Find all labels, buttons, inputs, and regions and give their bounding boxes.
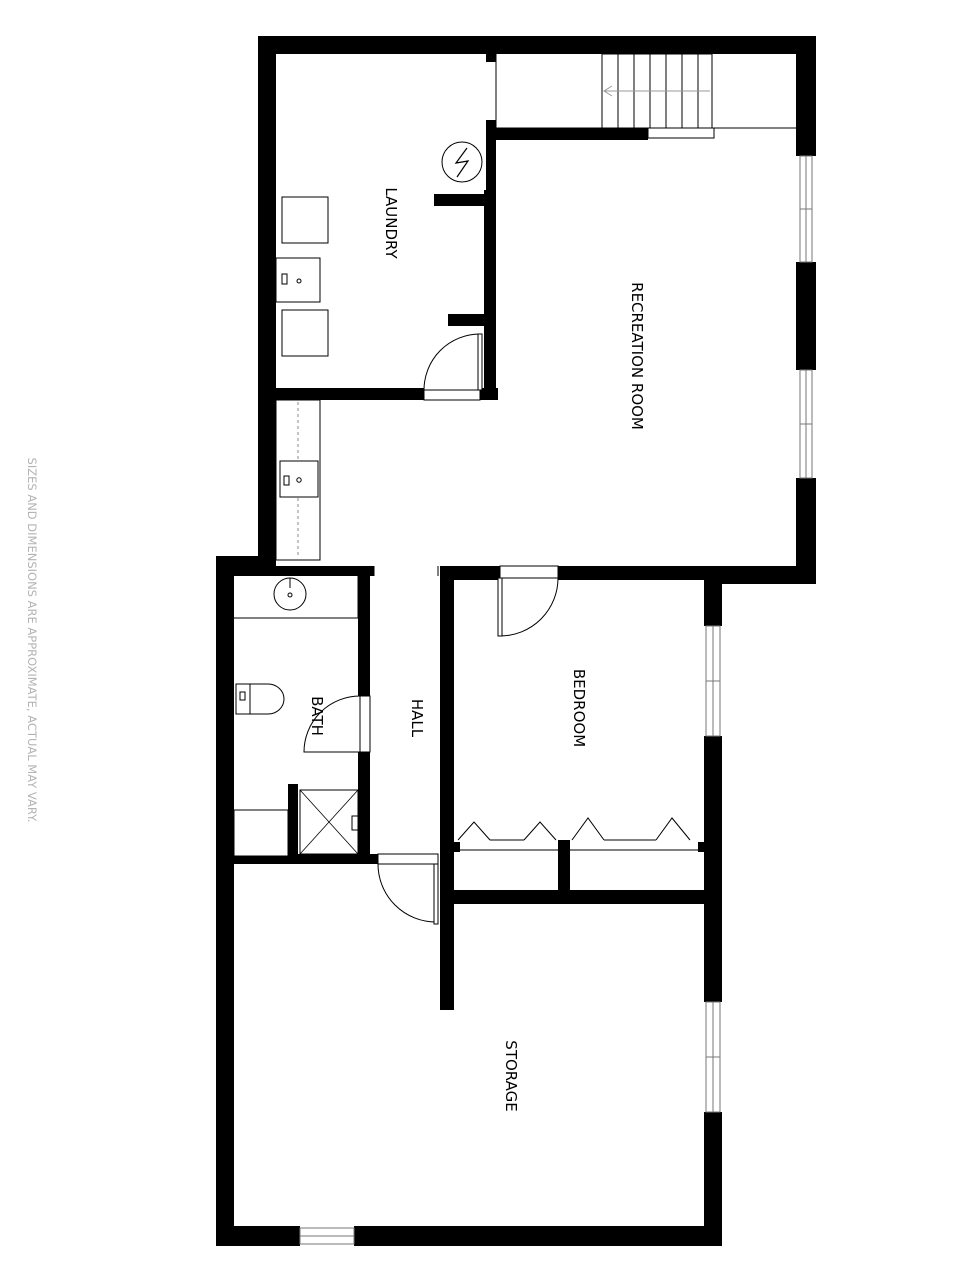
wall-south-1: [216, 1226, 300, 1246]
stairs-icon: [495, 53, 796, 139]
upper-walls: [258, 36, 816, 584]
wall-hall-east: [440, 576, 454, 890]
wall-stair-south: [486, 128, 648, 140]
room-label-hall: HALL: [408, 699, 426, 738]
laundry-sink-icon: [275, 257, 321, 303]
wall-rec-south-east: [706, 566, 816, 584]
dryer-icon: [281, 309, 329, 357]
wall-north: [258, 36, 816, 54]
rec-room-windows: [799, 155, 813, 479]
wall-east-2: [796, 262, 816, 370]
toilet-icon: [235, 683, 285, 715]
wall-rec-south-mid: [440, 566, 500, 580]
wall-laundry-east-2: [484, 190, 496, 400]
wall-south-2: [354, 1226, 722, 1246]
bath-cabinet: [233, 809, 289, 857]
wall-laundry-stub-2: [448, 314, 486, 326]
lower-walls: [216, 556, 722, 1246]
shower-icon: [299, 789, 359, 855]
wall-closet-left-cap: [454, 842, 460, 852]
wall-upper-west: [258, 36, 276, 576]
wall-closet-south: [440, 890, 722, 904]
sink-icon: [275, 399, 321, 561]
wall-lower-east-3: [704, 1112, 722, 1246]
storage-door[interactable]: [377, 853, 439, 925]
wall-closet-right-cap: [698, 842, 706, 852]
wall-lower-east-2: [704, 736, 722, 1002]
storage-windows: [299, 1001, 721, 1245]
wall-east-1: [796, 36, 816, 156]
bath-door[interactable]: [303, 695, 371, 753]
closet-doors[interactable]: [456, 817, 700, 851]
wall-laundry-east-1: [486, 120, 496, 190]
bedroom-windows: [705, 625, 721, 737]
wall-closet-divider: [558, 840, 570, 892]
wall-laundry-south: [276, 388, 424, 400]
wall-laundry-stub-1: [434, 194, 486, 206]
bath-vanity: [234, 576, 359, 619]
room-label-bedroom: BEDROOM: [570, 669, 588, 747]
wall-lower-east-1: [704, 578, 722, 626]
wall-lower-west: [216, 556, 234, 1246]
wall-shower-west: [288, 784, 298, 864]
washer-icon: [281, 196, 329, 244]
wall-rec-south-mid2: [558, 566, 708, 580]
bedroom-door[interactable]: [497, 565, 559, 637]
hall-opening: [373, 566, 439, 576]
wall-east-3: [796, 478, 816, 584]
wall-hall-east-lower: [440, 900, 454, 1010]
laundry-door[interactable]: [423, 333, 483, 401]
electric-panel-icon: [441, 141, 483, 183]
room-label-recreation: RECREATION ROOM: [628, 282, 646, 430]
wall-bath-north: [234, 566, 374, 576]
room-label-bath: BATH: [308, 696, 326, 736]
room-label-storage: STORAGE: [502, 1040, 520, 1111]
wall-bath-east-2: [358, 752, 370, 858]
wall-bath-south: [234, 854, 378, 864]
disclaimer-text: SIZES AND DIMENSIONS ARE APPROXIMATE, AC…: [25, 458, 39, 823]
wall-laundry-east-top: [486, 54, 496, 62]
wall-bath-east-1: [358, 576, 370, 696]
room-label-laundry: LAUNDRY: [382, 187, 400, 259]
